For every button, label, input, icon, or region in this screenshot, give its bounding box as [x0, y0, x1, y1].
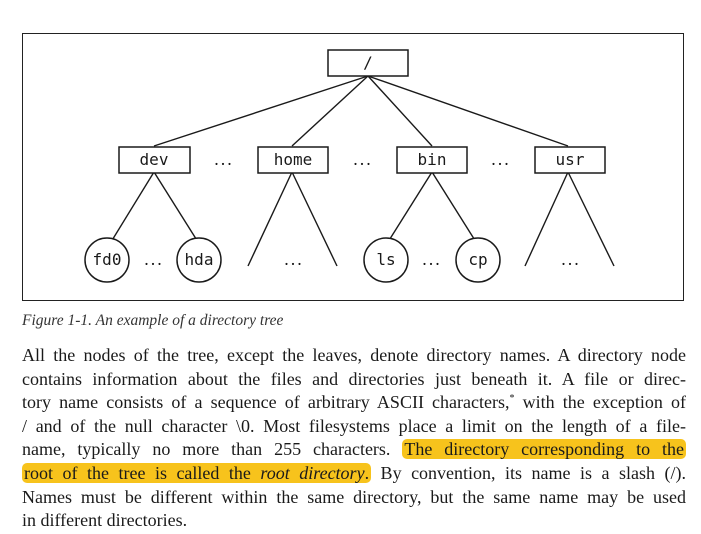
leaf-node-fd0 — [84, 237, 130, 283]
dir-node-home — [257, 146, 329, 174]
edge-bin-cp — [431, 171, 477, 243]
ellipsis-dirs-2: ... — [353, 149, 373, 169]
highlight-1: The directory corresponding to the — [402, 439, 686, 460]
paragraph-text: By convention, its name is a slash (/). — [371, 462, 686, 483]
dir-label-dev: dev — [140, 150, 169, 169]
highlight-text: root of the tree is called the — [24, 462, 261, 483]
ellipsis-home-leaves: ... — [284, 249, 304, 269]
dir-label-usr: usr — [556, 150, 585, 169]
leaf-node-cp — [455, 237, 501, 283]
tree-edges — [110, 75, 615, 267]
edge-dev-hda — [153, 171, 199, 243]
leaf-label-ls: ls — [376, 250, 395, 269]
footnote-marker[interactable]: * — [509, 393, 515, 405]
dir-label-bin: bin — [418, 150, 447, 169]
edge-home-right — [291, 171, 338, 267]
root-directory-term: root directory — [260, 462, 365, 483]
leaf-label-fd0: fd0 — [93, 250, 122, 269]
leaf-label-hda: hda — [185, 250, 214, 269]
paragraph-line: / and of the null character \0. Most fil… — [22, 415, 686, 436]
highlight-text: . — [364, 462, 370, 483]
ellipsis-dirs-3: ... — [491, 149, 511, 169]
ellipsis-usr-leaves: ... — [561, 249, 581, 269]
body-paragraph: All the nodes of the tree, except the le… — [22, 344, 686, 533]
edge-usr-left — [524, 171, 569, 267]
leaf-node-ls — [363, 237, 409, 283]
edge-home-left — [247, 171, 293, 267]
figure-caption: Figure 1-1. An example of a directory tr… — [22, 312, 284, 329]
paragraph-line: All the nodes of the tree, except the le… — [22, 345, 686, 365]
edge-dev-fd0 — [110, 171, 155, 243]
ellipsis-bin-leaves: ... — [422, 249, 442, 269]
paragraph-line: root of the tree is called the root dire… — [22, 462, 686, 486]
edge-usr-right — [567, 171, 615, 267]
ellipsis-dirs-1: ... — [214, 149, 234, 169]
leaf-label-cp: cp — [468, 250, 487, 269]
directory-tree-diagram: / dev home bin usr ... ... ... fd0 hda l… — [84, 49, 615, 283]
root-label: / — [363, 53, 373, 72]
ellipsis-dev-leaves: ... — [144, 249, 164, 269]
edge-bin-ls — [387, 171, 433, 243]
paragraph-line: contains information about the files and… — [22, 368, 686, 389]
edge-root-bin — [367, 75, 433, 147]
edge-root-home — [291, 75, 369, 147]
paragraph-text: with the exception of — [514, 392, 686, 413]
highlight-2: root of the tree is called the root dire… — [22, 462, 372, 483]
edge-root-usr — [367, 75, 569, 147]
directory-tree-figure: / dev home bin usr ... ... ... fd0 hda l… — [22, 33, 684, 301]
paragraph-line: Names must be different within the same … — [22, 486, 686, 507]
paragraph-line: name, typically no more than 255 charact… — [22, 438, 686, 462]
paragraph-line: in different directories. — [22, 510, 188, 531]
paragraph-text: name, typically no more than 255 charact… — [22, 439, 403, 460]
root-node — [327, 49, 409, 77]
dir-label-home: home — [274, 150, 313, 169]
leaf-node-hda — [176, 237, 222, 283]
dir-node-usr — [534, 146, 606, 174]
paragraph-line: tory name consists of a sequence of arbi… — [22, 391, 686, 415]
edge-root-dev — [153, 75, 369, 147]
paragraph-text: tory name consists of a sequence of arbi… — [22, 392, 510, 413]
dir-node-bin — [396, 146, 468, 174]
dir-node-dev — [118, 146, 191, 174]
